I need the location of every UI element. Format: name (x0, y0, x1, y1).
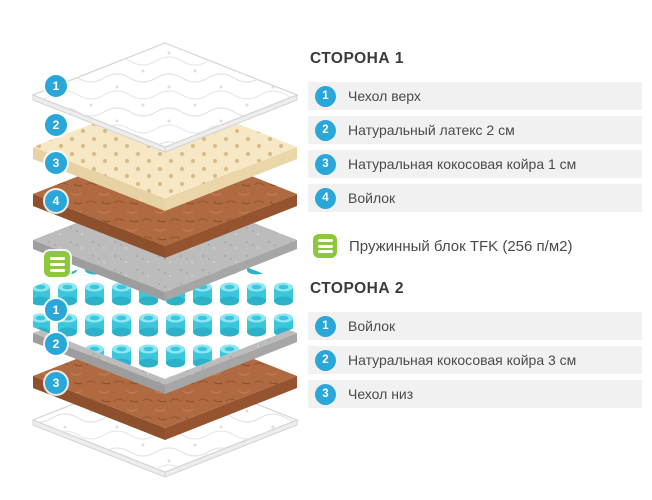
layer-marker-1: 1 (45, 75, 67, 97)
item-number-badge: 1 (315, 85, 336, 107)
item-number-badge: 1 (315, 315, 336, 337)
layer-marker-6: 2 (45, 333, 67, 355)
list-item-side1-2: 2 Натуральный латекс 2 см (308, 116, 642, 144)
item-label: Войлок (348, 190, 396, 206)
list-item-side2-2: 2 Натуральная кокосовая койра 3 см (308, 346, 642, 374)
item-number-badge: 4 (315, 187, 336, 209)
section-1-title: СТОРОНА 1 (310, 50, 404, 67)
list-item-side1-1: 1 Чехол верх (308, 82, 642, 110)
item-number-badge: 3 (315, 383, 336, 405)
list-item-side1-4: 4 Войлок (308, 184, 642, 212)
list-item-side1-3: 3 Натуральная кокосовая койра 1 см (308, 150, 642, 178)
layer-marker-7: 3 (45, 372, 67, 394)
spring-block-label: Пружинный блок TFK (256 п/м2) (349, 237, 573, 255)
layer-marker-3: 3 (45, 152, 67, 174)
item-number-badge: 3 (315, 153, 336, 175)
layer-marker-4: 4 (45, 190, 67, 212)
layers-illustration (31, 42, 299, 478)
layer-marker-5: 1 (45, 299, 67, 321)
section-2-title: СТОРОНА 2 (310, 280, 404, 297)
layer-marker-2: 2 (45, 114, 67, 136)
list-item-side2-3: 3 Чехол низ (308, 380, 642, 408)
item-label: Натуральный латекс 2 см (348, 122, 515, 138)
item-label: Натуральная кокосовая койра 1 см (348, 156, 577, 172)
spring-block-row: Пружинный блок TFK (256 п/м2) (313, 234, 642, 258)
item-number-badge: 2 (315, 119, 336, 141)
spring-coil-icon (44, 251, 70, 277)
item-label: Натуральная кокосовая койра 3 см (348, 352, 577, 368)
layer-cover-top (31, 42, 299, 153)
legend-panel: СТОРОНА 1 1 Чехол верх 2 Натуральный лат… (308, 0, 642, 414)
spring-coil-icon (313, 234, 337, 258)
item-label: Чехол низ (348, 386, 414, 402)
item-label: Чехол верх (348, 88, 421, 104)
exploded-diagram: 1 2 3 4 1 2 3 (31, 42, 299, 478)
list-item-side2-1: 1 Войлок (308, 312, 642, 340)
item-number-badge: 2 (315, 349, 336, 371)
item-label: Войлок (348, 318, 396, 334)
